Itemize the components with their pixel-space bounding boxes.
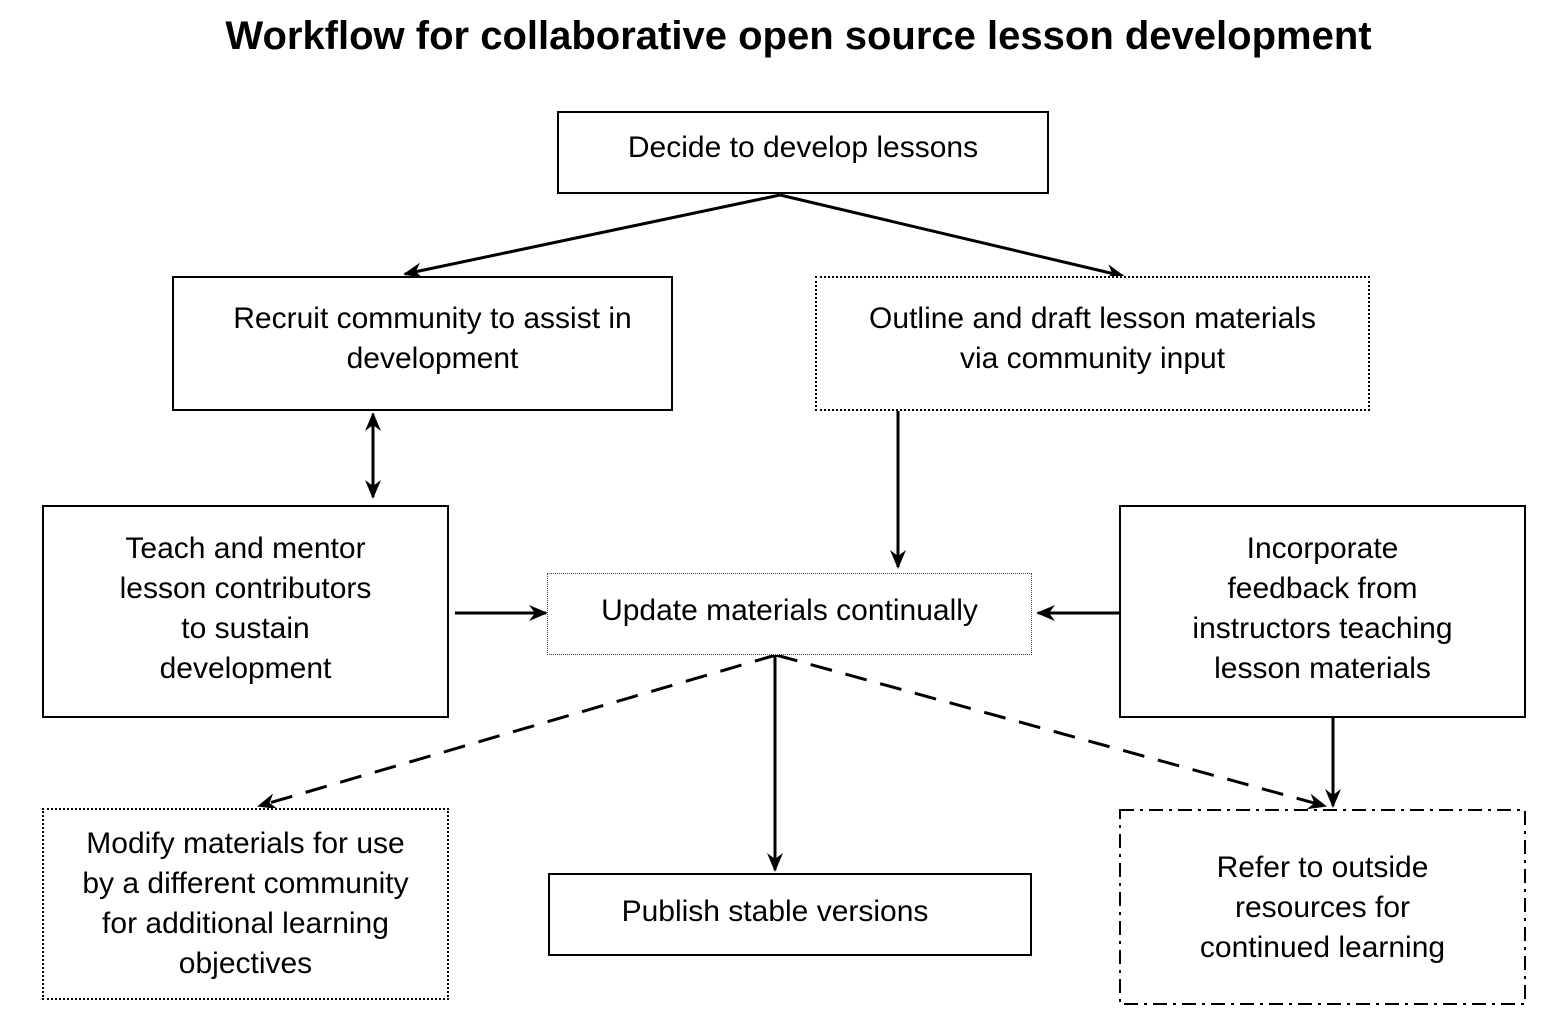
node-teach-label: Teach and mentor lesson contributors to … (119, 531, 372, 685)
node-outline-label: Outline and draft lesson materials via c… (869, 301, 1316, 375)
node-modify: Modify materials for use by a different … (42, 808, 449, 1000)
arrow-decide-to-outline (779, 193, 1125, 280)
diagram-title: Workflow for collaborative open source l… (225, 14, 1372, 58)
arrow-decide-to-recruit (403, 193, 781, 279)
node-refer-label: Refer to outside resources for continued… (1199, 851, 1446, 964)
node-incorporate: Incorporate feedback from instructors te… (1119, 505, 1526, 718)
node-decide: Decide to develop lessons (557, 111, 1049, 194)
node-update: Update materials continually (547, 573, 1032, 655)
arrow-update-to-refer (775, 653, 1327, 810)
node-refer: Refer to outside resources for continued… (1121, 811, 1524, 1003)
refer-box-border (1119, 809, 1526, 1005)
node-update-label: Update materials continually (601, 594, 978, 627)
node-recruit: Recruit community to assist in developme… (172, 276, 673, 411)
node-modify-label: Modify materials for use by a different … (82, 827, 409, 980)
node-decide-label: Decide to develop lessons (627, 130, 979, 164)
node-recruit-label: Recruit community to assist in developme… (233, 301, 632, 375)
arrow-update-to-modify (257, 653, 777, 809)
node-incorporate-label: Incorporate feedback from instructors te… (1192, 531, 1453, 685)
node-teach: Teach and mentor lesson contributors to … (42, 505, 449, 718)
node-publish-label: Publish stable versions (621, 894, 929, 928)
node-publish: Publish stable versions (548, 873, 1032, 956)
node-outline: Outline and draft lesson materials via c… (815, 276, 1370, 411)
